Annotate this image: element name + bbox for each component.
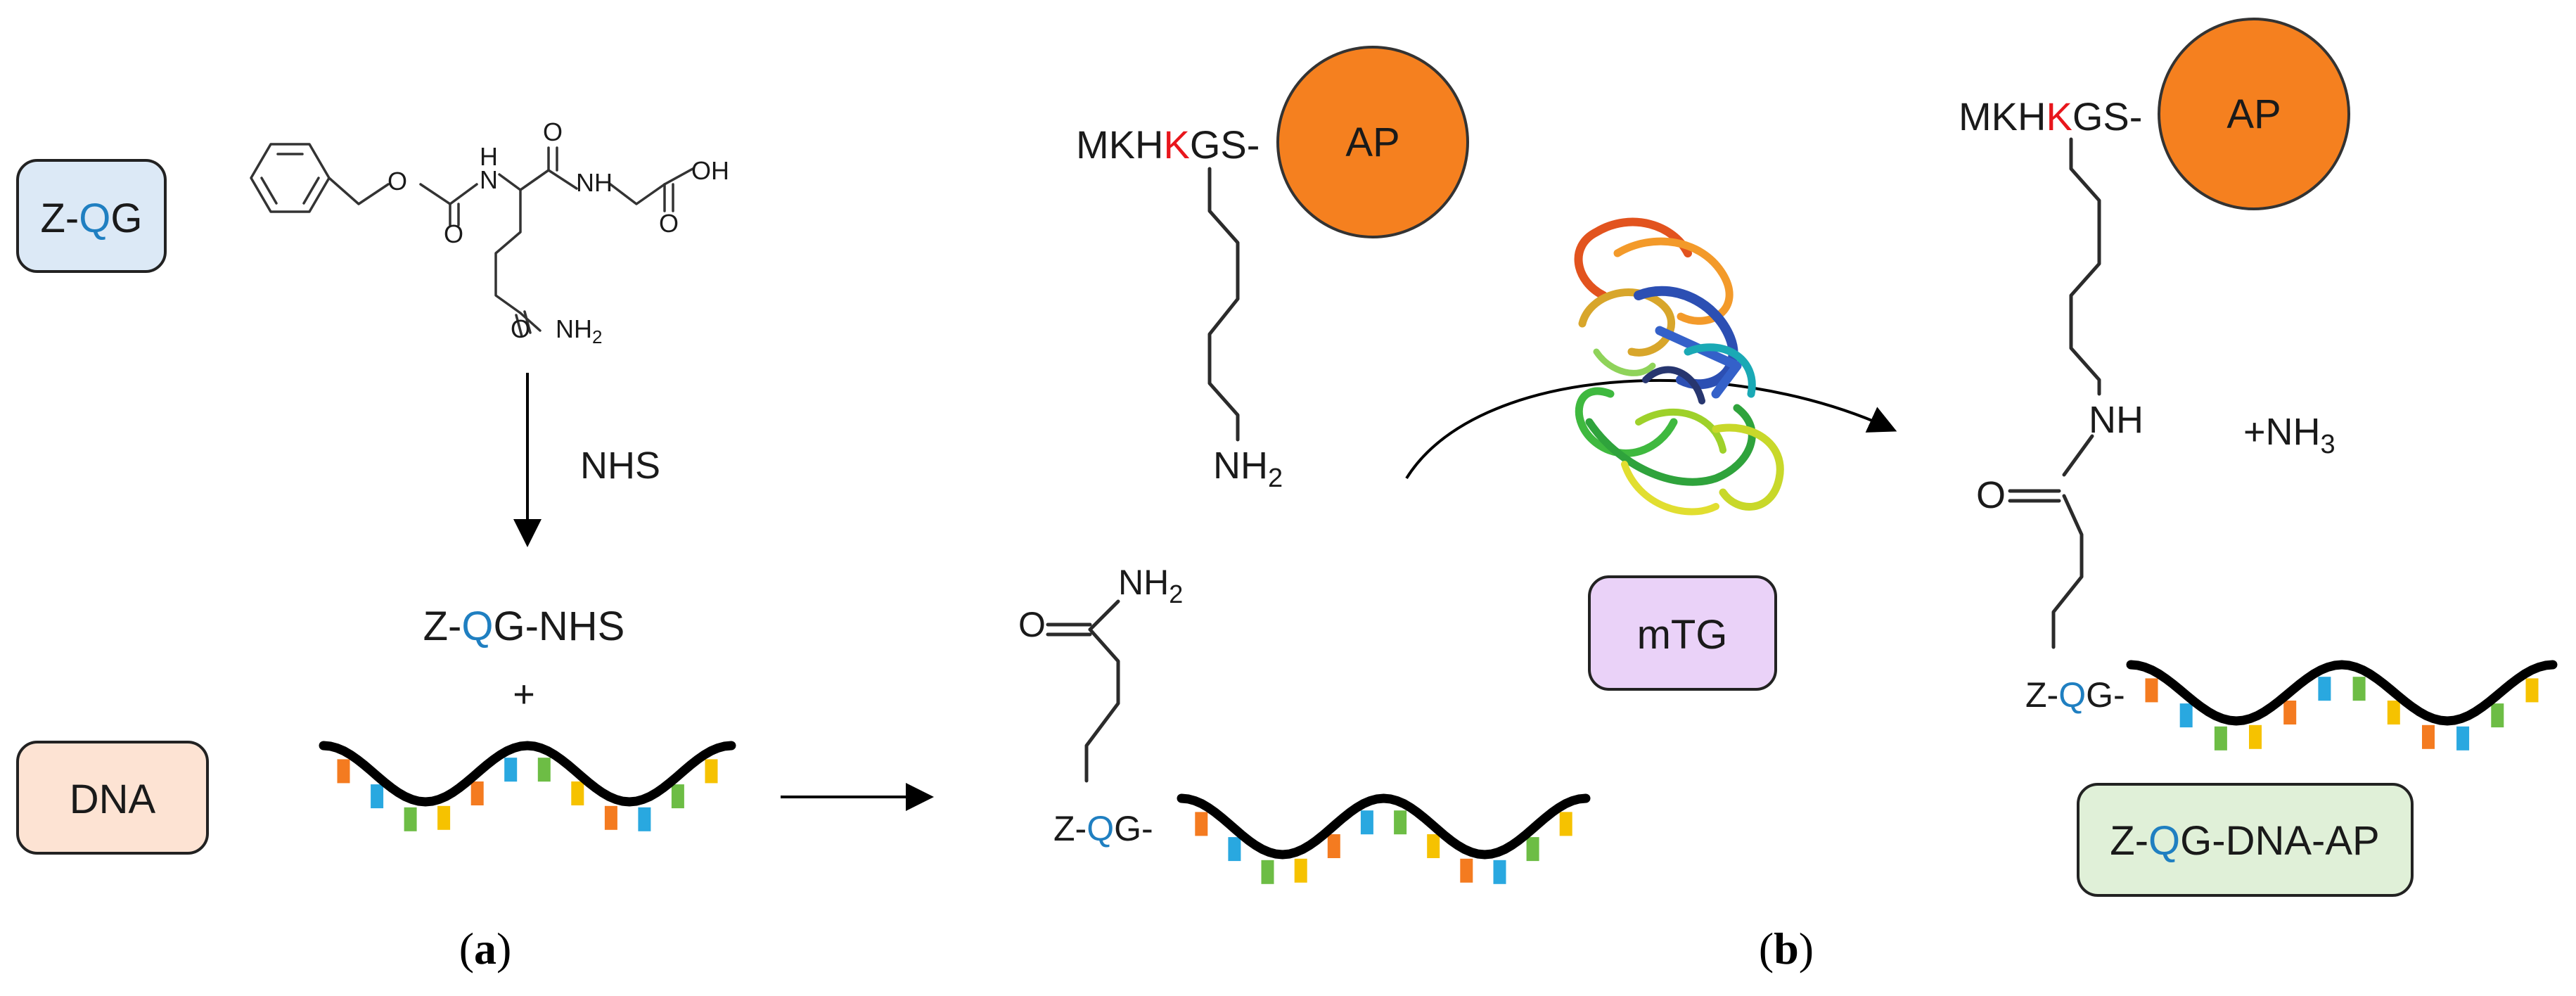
conjugate-zqg-label: Z-QG- (1053, 809, 1153, 848)
lysine-amine-label: NH2 (1213, 445, 1283, 493)
zqg-dna-conjugate: NH2 O Z-QG- (1018, 563, 1183, 848)
dna-base (1360, 810, 1373, 835)
dna-base (2422, 724, 2435, 749)
sidechain-nh2-atom: NH2 (556, 314, 602, 347)
ap-protein-circle (1276, 46, 1469, 238)
peptide-sequence-label: MKHKGS- (1076, 122, 1260, 167)
product-ap-circle (2158, 18, 2350, 210)
mtg-box (1588, 575, 1777, 691)
dna-base (337, 759, 350, 784)
dna-base (2387, 701, 2400, 724)
dna-base (470, 781, 484, 805)
dna-base (371, 784, 384, 809)
product-box-label: Z-QG-DNA-AP (2110, 818, 2379, 864)
dna-backbone (319, 741, 736, 807)
ap-label: AP (1345, 120, 1399, 165)
dna-strand-icon (2126, 660, 2558, 751)
dna-base (2145, 678, 2158, 703)
conjugate-nh2-label: NH2 (1118, 563, 1183, 608)
caption-b: (b) (1759, 924, 1814, 973)
dna-base (1460, 858, 1473, 883)
dna-base (2491, 703, 2504, 728)
dna-base (1228, 837, 1241, 862)
dna-strand-icon (319, 741, 736, 831)
acid-oh-atom: OH (691, 156, 729, 185)
dna-base (2318, 677, 2331, 701)
dna-base (2214, 726, 2227, 751)
dna-strand-icon (1177, 793, 1591, 884)
dna-base (705, 759, 718, 784)
carbamate-h-atom: H (480, 142, 498, 171)
caption-a: (a) (459, 924, 512, 973)
nhs-reagent-label: NHS (580, 445, 660, 487)
glycine-nh-atom: NH (576, 168, 613, 197)
conjugate-o-label: O (1018, 605, 1046, 644)
dna-base (2179, 703, 2193, 728)
peptide-ap-reactant: MKHKGS- AP NH2 (1076, 46, 1469, 493)
dna-backbone (2126, 660, 2558, 726)
mtg-box-label: mTG (1637, 612, 1728, 658)
dna-base (537, 758, 551, 782)
mtg-protein-ribbon-icon (1574, 217, 1784, 516)
zqg-box-label: Z-QG (41, 196, 143, 241)
dna-base (437, 805, 451, 830)
dna-base (1261, 860, 1274, 884)
dna-base (2352, 677, 2366, 701)
ester-o-atom: O (387, 167, 407, 196)
dna-box (16, 741, 209, 855)
dna-base (1195, 812, 1208, 836)
sidechain-o-atom: O (511, 314, 530, 343)
dna-base (671, 784, 684, 809)
plus-sign: + (513, 673, 535, 715)
dna-base (2283, 701, 2297, 724)
dna-base (1294, 858, 1307, 883)
product-box (2077, 783, 2414, 897)
dna-base (2249, 724, 2262, 749)
zqg-box (16, 159, 167, 273)
dna-base (504, 758, 518, 782)
zqg-nhs-label: Z-QG-NHS (423, 604, 625, 649)
dna-base (2525, 678, 2539, 703)
dna-base (1427, 834, 1440, 858)
carbamate-n-atom: N (480, 165, 498, 194)
mtg-reaction-arrow (1405, 378, 1897, 480)
amide-o-atom: O (543, 117, 563, 146)
dna-base (1327, 834, 1340, 858)
zqg-dna-ap-product: MKHKGS- AP NH O Z-QG- (1959, 18, 2350, 715)
acid-o-atom: O (659, 209, 679, 238)
product-peptide-label: MKHKGS- (1959, 94, 2142, 139)
dna-base (638, 807, 651, 831)
dna-base (2456, 726, 2470, 751)
product-nh-label: NH (2089, 399, 2144, 441)
product-o-label: O (1976, 474, 2006, 516)
dna-base (1394, 810, 1407, 835)
ammonia-byproduct-label: +NH3 (2243, 411, 2335, 459)
dna-box-label: DNA (70, 777, 156, 822)
dna-base (1526, 837, 1539, 862)
dna-base (604, 805, 617, 830)
product-ap-label: AP (2226, 91, 2281, 137)
zqg-chemical-structure: O O H N O NH O OH O NH2 (250, 117, 729, 347)
dna-backbone (1177, 793, 1591, 860)
carbamate-o-atom: O (444, 219, 463, 248)
dna-base (571, 781, 584, 805)
dna-base (1493, 860, 1506, 884)
product-zqg-label: Z-QG- (2025, 675, 2125, 715)
dna-base (404, 807, 417, 831)
dna-base (1559, 812, 1572, 836)
